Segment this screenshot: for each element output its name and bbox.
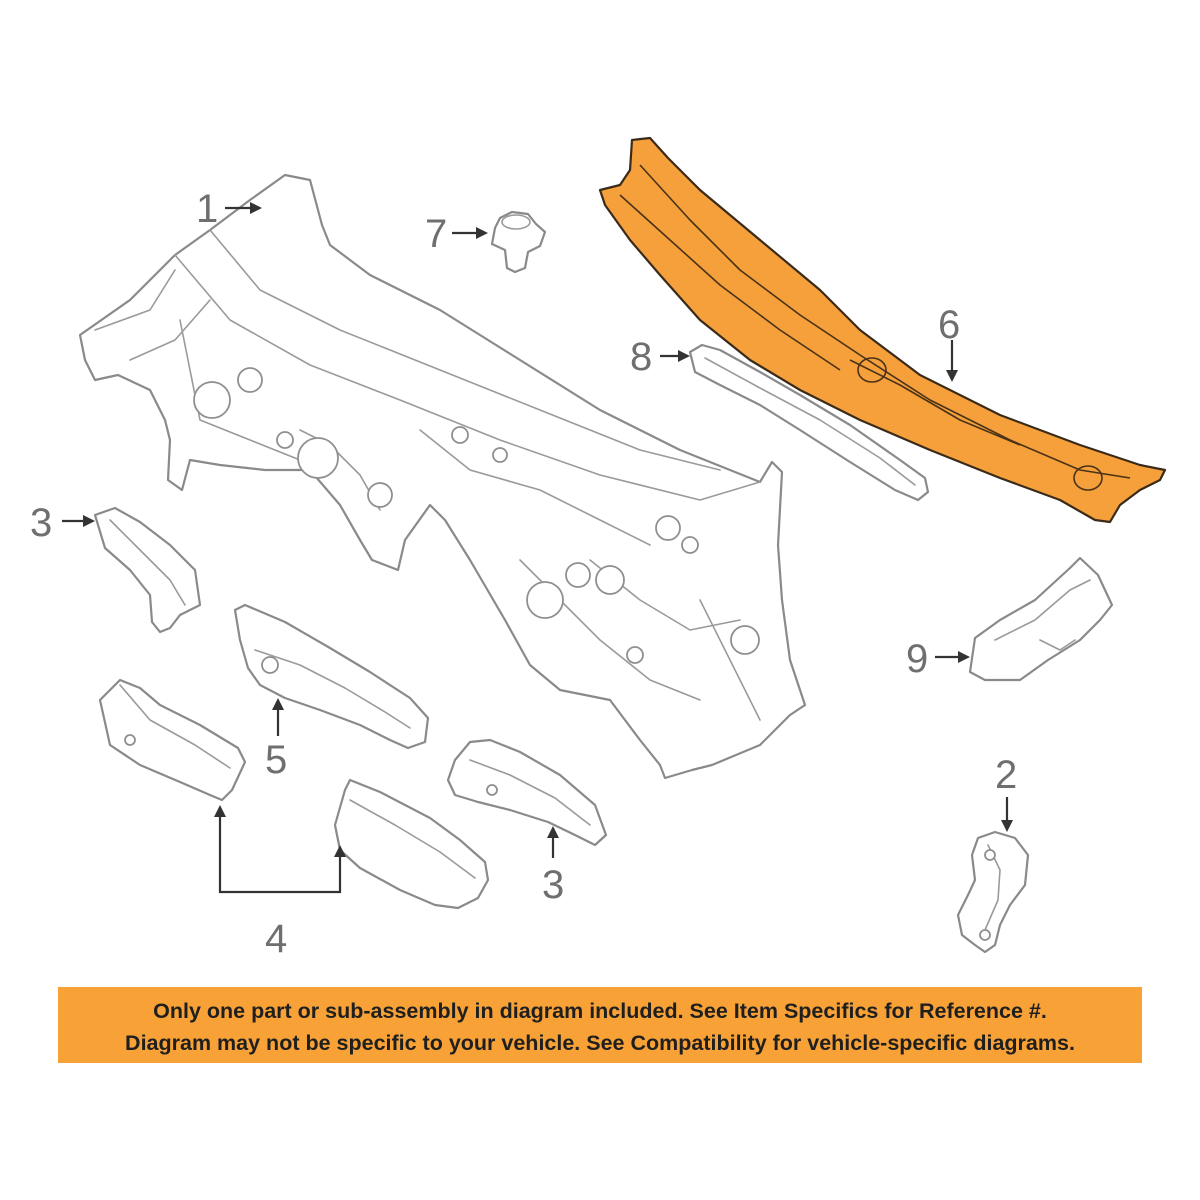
disclaimer-line-2: Diagram may not be specific to your vehi… xyxy=(125,1031,1075,1055)
part-3-bracket-left xyxy=(93,506,202,634)
part-7-clip xyxy=(490,210,547,274)
callout-9: 9 xyxy=(906,637,928,681)
callout-7: 7 xyxy=(425,212,447,256)
part-9-bracket xyxy=(968,556,1114,682)
part-4-bracket-right xyxy=(333,778,490,910)
disclaimer-line-1: Only one part or sub-assembly in diagram… xyxy=(153,999,1047,1023)
callout-2: 2 xyxy=(995,753,1017,797)
callout-labels: 1 7 8 6 3 9 5 2 3 4 xyxy=(30,187,1017,961)
part-2-bracket xyxy=(956,830,1030,954)
callout-3-middle: 3 xyxy=(542,863,564,907)
disclaimer-banner: Only one part or sub-assembly in diagram… xyxy=(58,987,1142,1063)
part-5-reinforcement xyxy=(233,603,430,750)
part-1-dash-panel xyxy=(78,173,807,780)
callout-6: 6 xyxy=(938,303,960,347)
callout-1: 1 xyxy=(196,187,218,231)
part-4-bracket-left xyxy=(98,678,247,802)
part-3-bracket-middle xyxy=(446,738,608,847)
leader-lines xyxy=(62,202,1013,894)
callout-3-left: 3 xyxy=(30,501,52,545)
part-6-cowl-panel-highlighted xyxy=(598,136,1167,524)
callout-8: 8 xyxy=(630,335,652,379)
part-8-seal xyxy=(688,343,930,502)
callout-4: 4 xyxy=(265,917,287,961)
callout-5: 5 xyxy=(265,738,287,782)
